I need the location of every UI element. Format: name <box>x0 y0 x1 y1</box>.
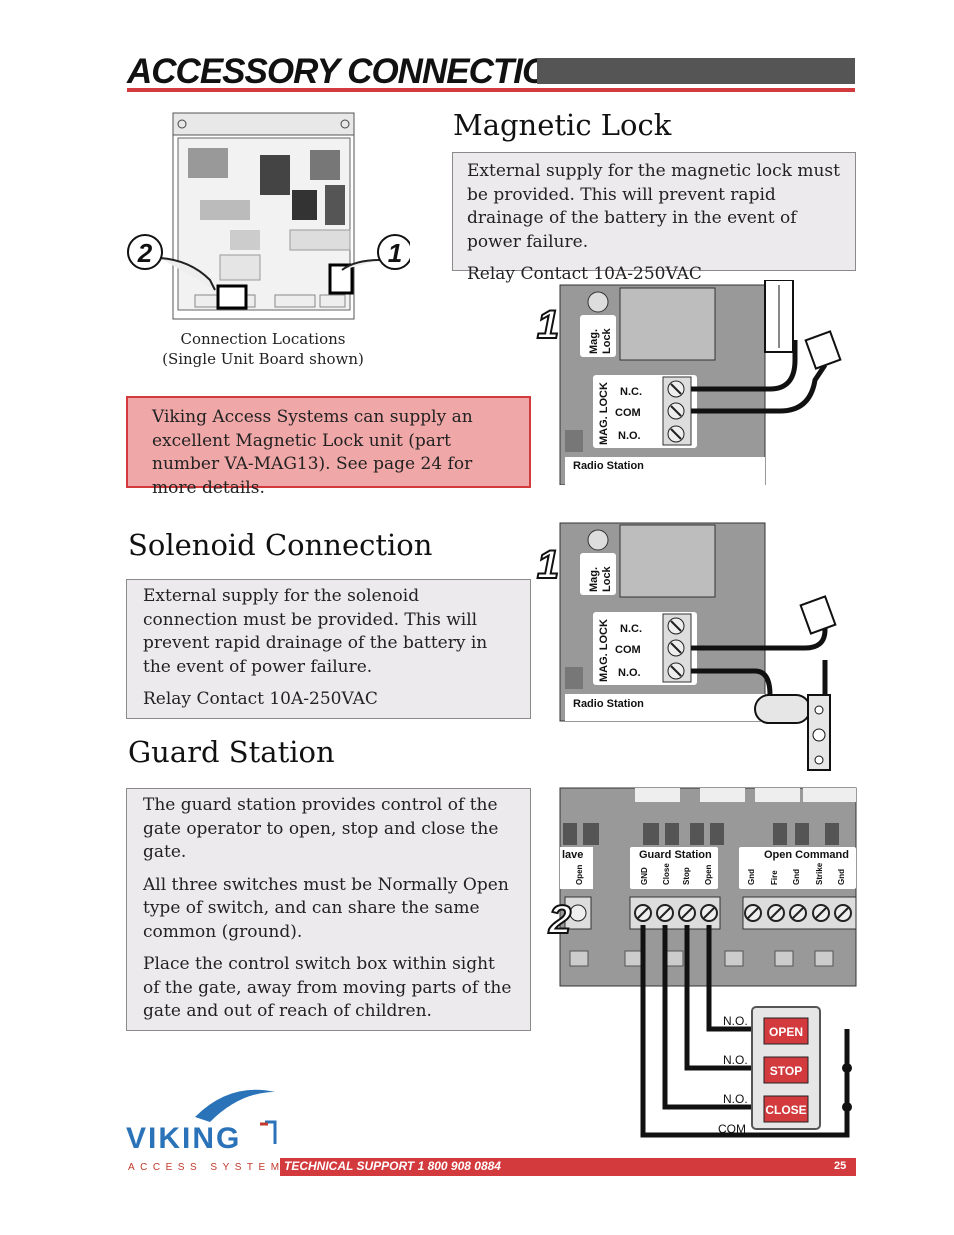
caption-line-1: Connection Locations <box>180 330 346 348</box>
guard-para2: All three switches must be Normally Open… <box>143 874 509 942</box>
footer-bar <box>280 1158 856 1176</box>
guard-para3: Place the control switch box within sigh… <box>143 954 512 1021</box>
header-rule <box>127 88 855 92</box>
sol-terminal-group: MAG. LOCK <box>598 619 610 682</box>
stop-switch-label: STOP <box>770 1064 802 1078</box>
wire-label-no-2: N.O. <box>723 1053 748 1067</box>
guard-station-diagram: lave Open Guard Station GND Close Stop O… <box>547 787 857 1138</box>
page-title: ACCESSORY CONNECTIONS <box>127 52 596 91</box>
sol-led-label-1: Mag. <box>588 567 600 592</box>
header-bar <box>537 58 855 84</box>
magnetic-lock-para1: External supply for the magnetic lock mu… <box>467 161 840 252</box>
viking-logo-word: VIKING <box>126 1122 242 1155</box>
guard-para1: The guard station provides control of th… <box>143 795 499 862</box>
mag-led-label-1: Mag. <box>588 329 600 354</box>
mag-nc-label: N.C. <box>620 386 642 398</box>
board-diagram: 2 1 <box>127 112 410 320</box>
sol-radio-label: Radio Station <box>573 698 644 710</box>
sol-nc-label: N.C. <box>620 623 642 635</box>
mag-diagram-callout: 1 <box>537 303 559 347</box>
solenoid-para1: External supply for the solenoid connect… <box>143 586 488 677</box>
guard-station-label: Guard Station <box>639 849 712 861</box>
sol-diagram-callout: 1 <box>537 543 559 587</box>
open-terminal-fire: Fire <box>770 870 779 885</box>
mag-radio-label: Radio Station <box>573 460 644 472</box>
open-terminal-gnd-2: Gnd <box>792 869 801 885</box>
sol-led-label-2: Lock <box>601 565 613 592</box>
solenoid-heading: Solenoid Connection <box>128 528 433 562</box>
solenoid-info-box: External supply for the solenoid connect… <box>126 579 531 719</box>
page-number: 25 <box>834 1160 847 1172</box>
open-terminal-strike: Strike <box>815 862 824 885</box>
open-terminal-gnd-3: Gnd <box>837 869 846 885</box>
caption-line-2: (Single Unit Board shown) <box>162 350 364 368</box>
board-caption: Connection Locations (Single Unit Board … <box>155 329 371 369</box>
guard-terminal-open: Open <box>704 864 713 885</box>
guard-slave-label: lave <box>562 849 583 861</box>
open-terminal-gnd-1: Gnd <box>747 869 756 885</box>
viking-logo-graphic <box>195 1089 277 1144</box>
sol-no-label: N.O. <box>618 667 641 679</box>
solenoid-para2: Relay Contact 10A-250VAC <box>143 689 378 709</box>
magnetic-lock-para2: Relay Contact 10A-250VAC <box>467 264 702 284</box>
technical-support-text: TECHNICAL SUPPORT 1 800 908 0884 <box>284 1159 501 1173</box>
magnetic-lock-heading: Magnetic Lock <box>453 108 672 142</box>
board-callout-1: 1 <box>388 238 402 268</box>
solenoid-diagram: Mag. Lock MAG. LOCK N.C. COM N.O. Radio … <box>536 522 837 771</box>
sol-com-label: COM <box>615 644 641 656</box>
close-switch-label: CLOSE <box>765 1103 806 1117</box>
magnetic-lock-info-box: External supply for the magnetic lock mu… <box>452 152 856 284</box>
guard-station-heading: Guard Station <box>128 735 335 769</box>
magnetic-lock-note: Viking Access Systems can supply an exce… <box>126 396 531 498</box>
viking-logo-subtitle: ACCESS SYSTEMS™ <box>128 1162 313 1173</box>
wire-label-no-3: N.O. <box>723 1092 748 1106</box>
mag-com-label: COM <box>615 407 641 419</box>
slave-open-label: Open <box>575 864 584 885</box>
guard-terminal-close: Close <box>662 863 671 885</box>
board-callout-2: 2 <box>137 238 153 268</box>
wire-label-com: COM <box>718 1122 746 1136</box>
open-command-label: Open Command <box>764 849 849 861</box>
magnetic-lock-diagram: Mag. Lock MAG. LOCK N.C. COM N.O. Radio … <box>536 280 842 485</box>
guard-diagram-callout: 2 <box>548 898 571 942</box>
guard-station-info-box: The guard station provides control of th… <box>126 788 531 1031</box>
mag-terminal-group: MAG. LOCK <box>598 382 610 445</box>
wire-label-no-1: N.O. <box>723 1014 748 1028</box>
open-switch-label: OPEN <box>769 1025 803 1039</box>
mag-no-label: N.O. <box>618 430 641 442</box>
guard-terminal-gnd: GND <box>640 867 649 885</box>
mag-led-label-2: Lock <box>601 327 613 354</box>
guard-terminal-stop: Stop <box>682 867 691 885</box>
